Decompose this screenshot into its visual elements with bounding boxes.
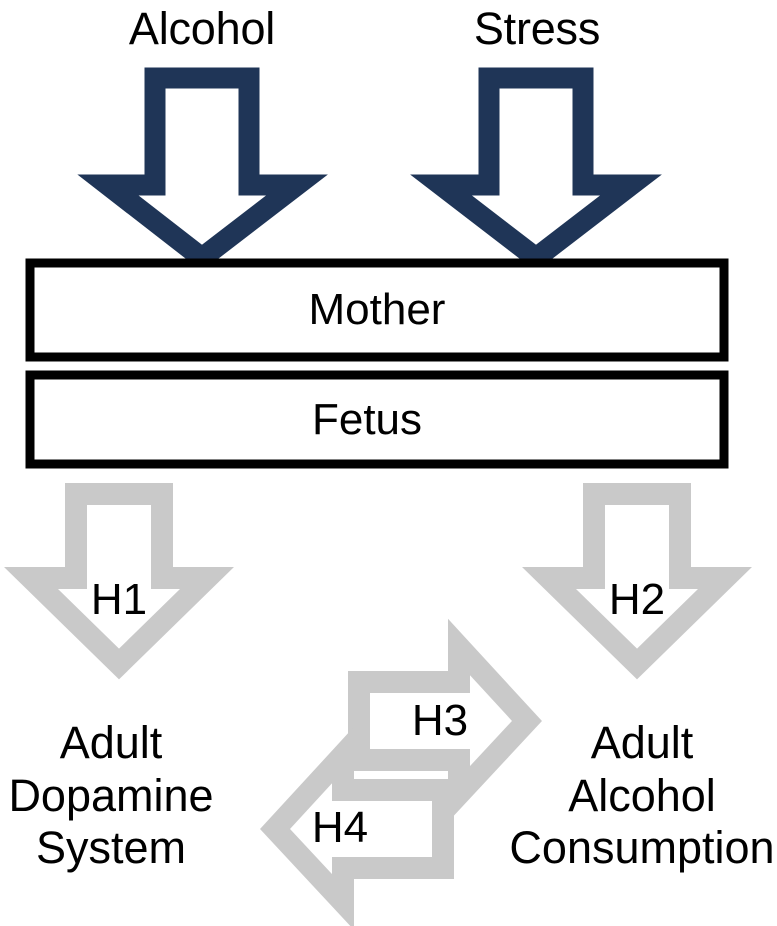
source-label-alcohol: Alcohol: [128, 3, 276, 54]
hypothesis-label-h4: H4: [311, 803, 369, 852]
h4-left-arrow-icon: [260, 726, 454, 926]
h2-down-arrow-icon: [522, 483, 752, 680]
hypothesis-label-h1: H1: [90, 575, 148, 624]
h3-right-arrow-icon: [348, 618, 542, 822]
h1-down-arrow-icon: [4, 483, 234, 680]
outcome-line: Consumption: [509, 822, 775, 874]
source-label-stress: Stress: [473, 3, 601, 54]
outcome-line: Adult: [59, 717, 163, 768]
outcome-line: Alcohol: [568, 769, 716, 821]
stress-down-arrow-icon: [410, 67, 662, 272]
mother-box: [25, 258, 729, 362]
outcome-adult-alcohol-consumption: Adult Alcohol Consumption: [502, 717, 777, 875]
outcome-line: System: [35, 822, 187, 874]
outcome-line: Adult: [590, 717, 694, 768]
box-label-mother: Mother: [308, 285, 446, 334]
outcome-line: Dopamine: [8, 769, 214, 821]
alcohol-down-arrow-icon: [77, 67, 328, 272]
outcome-adult-dopamine-system: Adult Dopamine System: [0, 717, 222, 875]
fetus-box: [25, 370, 729, 469]
hypothesis-label-h3: H3: [411, 696, 469, 745]
box-label-fetus: Fetus: [311, 395, 423, 444]
hypothesis-label-h2: H2: [608, 575, 666, 624]
